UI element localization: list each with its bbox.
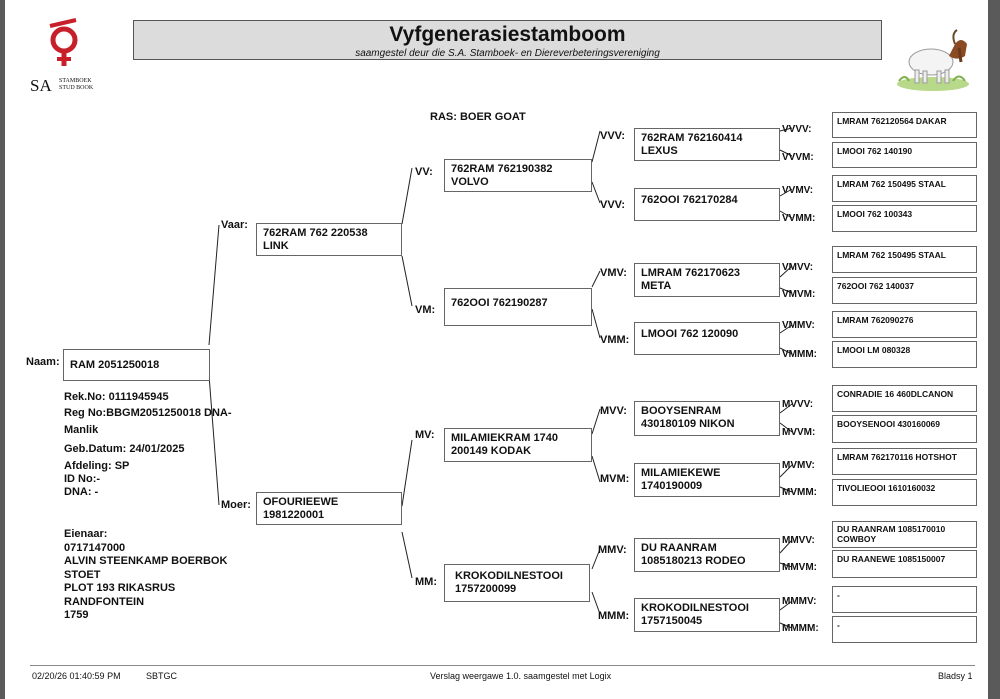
page-subtitle: saamgestel deur die S.A. Stamboek- en Di… [355,48,660,59]
mvv-label: MVV: [600,405,627,417]
gen4-box: LMRAM 762120564 DAKAR [832,112,977,138]
rek-no: Rek.No: 0111945945 [64,391,169,403]
vaar-box: 762RAM 762 220538 LINK [256,223,402,256]
gen4-box: - [832,616,977,643]
breed-label: RAS: BOER GOAT [430,111,526,123]
gen4-label: VMVV: [782,262,814,273]
sa-studbook-logo: SA STAMBOEK STUD BOOK [28,18,118,98]
gen4-label: VMMV: [782,320,815,331]
logo-text-stamboek: STAMBOEK [59,78,92,84]
vvv-label: VVV: [600,130,626,142]
vvm-box: 762OOI 762170284 [634,188,780,221]
gen4-label: MMMM: [782,623,819,634]
vaar-label: Vaar: [221,219,248,231]
gen4-label: VVMM: [782,213,816,224]
name-label: Naam: [26,356,60,368]
id-no: ID No:- [64,473,101,485]
afdeling: Afdeling: SP [64,460,130,472]
owner-details: Eienaar: 0717147000 ALVIN STEENKAMP BOER… [64,528,228,621]
moer-label: Moer: [221,499,251,511]
vmv-label: VMV: [600,267,627,279]
vvm-label: VVV: [600,199,626,211]
gen4-box: CONRADIE 16 460DLCANON [832,385,977,412]
logo-text: SA [30,76,52,95]
gen4-box: DU RAANRAM 1085170010 COWBOY [832,521,977,548]
gen4-box: LMRAM 762090276 [832,311,977,338]
mv-box: MILAMIEKRAM 1740 200149 KODAK [444,428,592,462]
gen4-label: VMMM: [782,349,817,360]
gen4-label: MVVM: [782,427,816,438]
page-title: Vyfgenerasiestamboom [389,23,626,46]
gen4-box: - [832,586,977,613]
birth-date: Geb.Datum: 24/01/2025 [64,443,185,455]
gen4-box: LMOOI 762 100343 [832,205,977,232]
footer-version: Verslag weergawe 1.0. saamgestel met Log… [430,671,612,681]
mmm-label: MMM: [598,610,630,622]
gen4-box: TIVOLIEOOI 1610160032 [832,479,977,506]
mvv-box: BOOYSENRAM 430180109 NIKON [634,401,780,436]
vmm-box: LMOOI 762 120090 [634,322,780,355]
vm-box: 762OOI 762190287 [444,288,592,326]
mvm-box: MILAMIEKEWE 1740190009 [634,463,780,497]
footer-code: SBTGC [146,671,178,681]
gen4-box: LMOOI 762 140190 [832,142,977,168]
mvm-label: MVM: [600,473,630,485]
footer-page: Bladsy 1 [938,671,973,681]
mmm-box: KROKODILNESTOOI 1757150045 [634,598,780,632]
gen4-box: LMRAM 762 150495 STAAL [832,175,977,202]
gen4-label: MVMM: [782,487,817,498]
mv-label: MV: [415,429,435,441]
vm-label: VM: [415,304,436,316]
right-page-edge [988,0,1000,699]
mmv-label: MMV: [598,544,627,556]
left-page-edge [0,0,5,699]
gen4-box: 762OOI 762 140037 [832,277,977,304]
title-banner: Vyfgenerasiestamboom saamgestel deur die… [133,20,882,60]
gen4-box: LMRAM 762170116 HOTSHOT [832,448,977,475]
footer-rule [30,665,975,666]
gen4-label: VVVV: [782,124,812,135]
footer-datetime: 02/20/26 01:40:59 PM [32,671,121,681]
gen4-label: MMVV: [782,535,815,546]
gen4-box: BOOYSENOOI 430160069 [832,415,977,443]
gen4-label: MMMV: [782,596,817,607]
gen4-label: VVVM: [782,152,814,163]
mm-box: KROKODILNESTOOI 1757200099 [444,564,590,602]
gen4-box: LMOOI LM 080328 [832,341,977,368]
vv-box: 762RAM 762190382 VOLVO [444,159,592,192]
moer-box: OFOURIEEWE 1981220001 [256,492,402,525]
gen4-label: VVMV: [782,185,814,196]
logo-text-studbook: STUD BOOK [59,85,94,91]
mmv-box: DU RAANRAM 1085180213 RODEO [634,538,780,572]
vmm-label: VMM: [600,334,630,346]
boer-goat-illustration [893,26,973,92]
mm-label: MM: [415,576,437,588]
gen4-box: DU RAANEWE 1085150007 [832,550,977,578]
vvv-box: 762RAM 762160414 LEXUS [634,128,780,161]
reg-no: Reg No:BBGM2051250018 DNA- [64,407,232,419]
dna: DNA: - [64,486,99,498]
gen4-label: MVMV: [782,460,815,471]
gen4-label: MMVM: [782,562,817,573]
sex: Manlik [64,424,99,436]
vmv-box: LMRAM 762170623 META [634,263,780,297]
vv-label: VV: [415,166,433,178]
animal-name-box: RAM 2051250018 [63,349,210,381]
gen4-label: VMVM: [782,289,816,300]
gen4-label: MVVV: [782,399,814,410]
gen4-box: LMRAM 762 150495 STAAL [832,246,977,273]
